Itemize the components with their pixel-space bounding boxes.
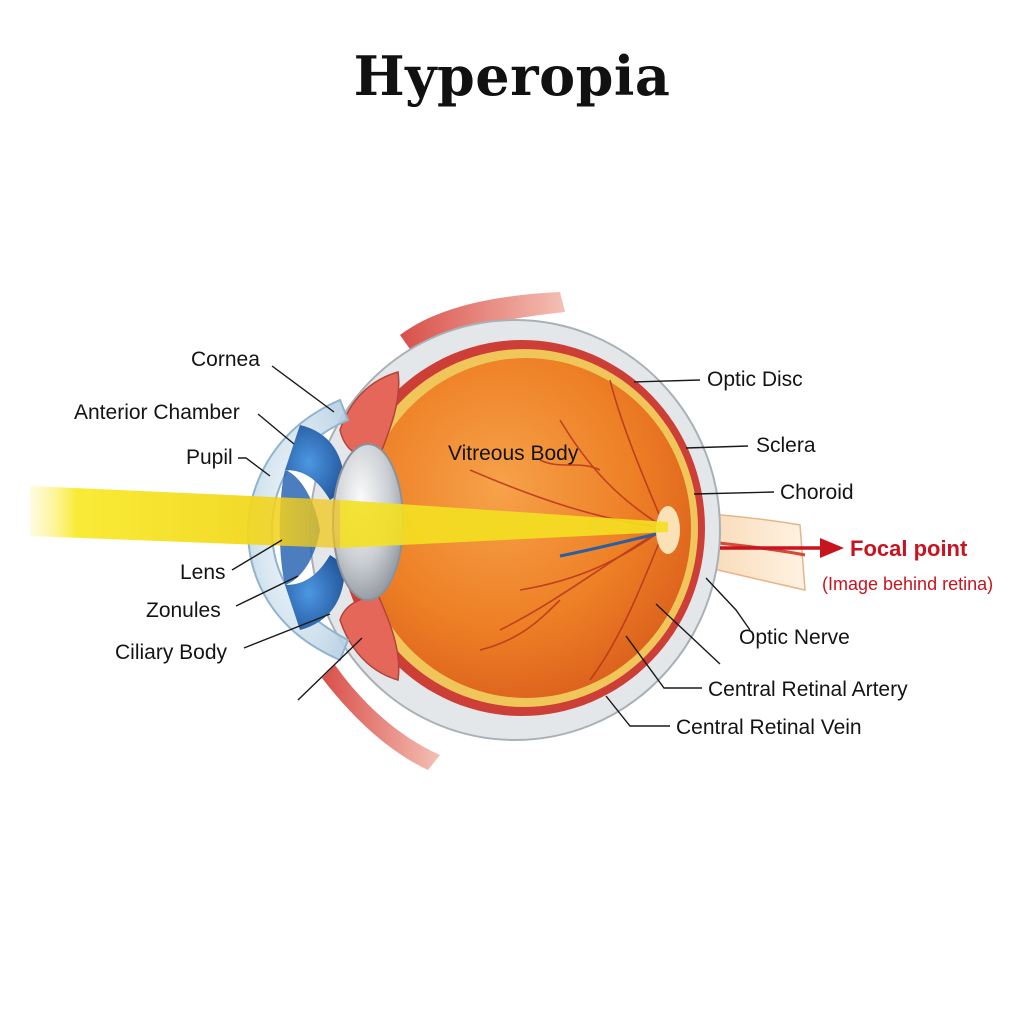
leader-pupil bbox=[238, 457, 271, 477]
leader-choroid bbox=[693, 491, 775, 495]
iris-upper bbox=[285, 425, 345, 500]
label-vitreous-body: Vitreous Body bbox=[448, 442, 579, 465]
leader-optic-disc bbox=[633, 379, 701, 383]
iris-lower bbox=[285, 555, 345, 630]
label-optic-nerve: Optic Nerve bbox=[739, 626, 850, 649]
lower-extraocular-muscle bbox=[322, 665, 440, 770]
leader-lens bbox=[231, 539, 283, 571]
incoming-light-ray bbox=[30, 486, 340, 548]
label-pupil: Pupil bbox=[186, 446, 233, 469]
leader-ciliary-body bbox=[243, 613, 331, 649]
retinal-vessels bbox=[469, 379, 666, 681]
leader-sclera bbox=[685, 445, 749, 449]
leader-anterior-chamber bbox=[257, 413, 295, 445]
leader-central-retinal-artery bbox=[625, 635, 702, 689]
label-lens: Lens bbox=[180, 561, 226, 584]
ciliary-body-lower bbox=[339, 594, 400, 681]
leader-cornea bbox=[271, 365, 335, 413]
diagram-title: Hyperopia bbox=[353, 44, 671, 108]
focal-arrow-head bbox=[820, 538, 844, 558]
leader-zonules bbox=[235, 575, 299, 607]
label-anterior-chamber: Anterior Chamber bbox=[74, 401, 240, 424]
label-cornea: Cornea bbox=[191, 348, 260, 371]
leader-extra bbox=[297, 637, 363, 701]
leader-optic-nerve-2 bbox=[655, 603, 721, 665]
label-central-retinal-artery: Central Retinal Artery bbox=[708, 678, 908, 701]
label-optic-disc: Optic Disc bbox=[707, 368, 803, 391]
label-focal-point: Focal point bbox=[850, 536, 968, 561]
refracted-light-ray bbox=[340, 500, 668, 548]
retinal-vein-blue bbox=[559, 530, 666, 558]
label-central-retinal-vein: Central Retinal Vein bbox=[676, 716, 862, 739]
label-ciliary-body: Ciliary Body bbox=[115, 641, 228, 664]
leader-central-retinal-vein bbox=[605, 695, 670, 727]
label-sclera: Sclera bbox=[756, 434, 816, 457]
label-zonules: Zonules bbox=[146, 599, 221, 622]
leader-optic-nerve bbox=[705, 577, 751, 631]
label-image-behind-retina: (Image behind retina) bbox=[822, 574, 993, 594]
label-choroid: Choroid bbox=[780, 481, 854, 504]
